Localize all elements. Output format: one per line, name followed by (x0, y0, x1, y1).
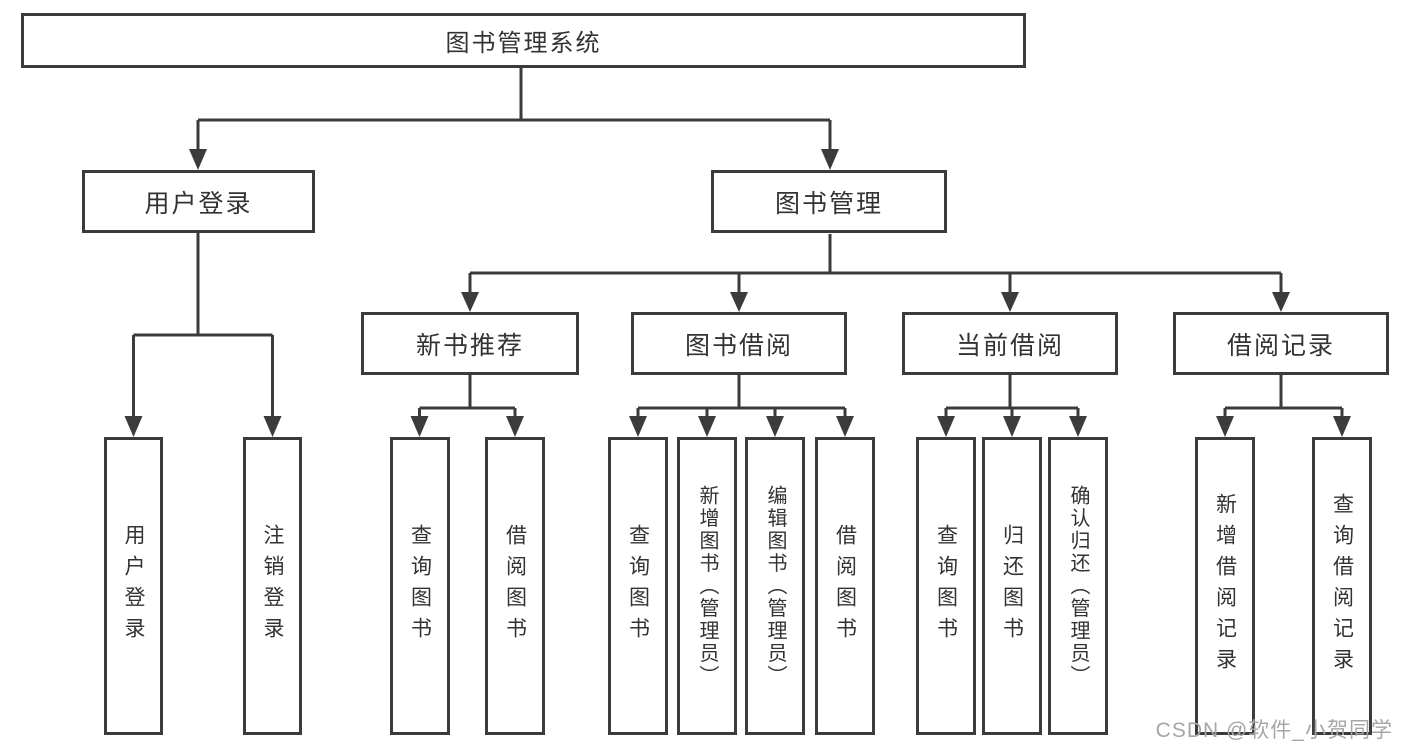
node-leaf-borrow-book-recommend-label: 借阅图书 (503, 524, 527, 648)
node-borrow-record-label: 借阅记录 (1226, 331, 1335, 360)
node-leaf-query-book-recommend-label: 查询图书 (408, 524, 432, 648)
node-leaf-edit-book-admin-label: 编辑图书（管理员） (764, 484, 786, 688)
node-user-login: 用户登录 (82, 170, 315, 233)
node-leaf-query-book-recommend: 查询图书 (390, 437, 450, 735)
node-leaf-query-book-current-label: 查询图书 (934, 524, 958, 648)
node-current-borrow-label: 当前借阅 (955, 331, 1064, 360)
node-borrow-record: 借阅记录 (1173, 312, 1389, 375)
node-leaf-edit-book-admin: 编辑图书（管理员） (745, 437, 805, 735)
node-leaf-query-book-label: 查询图书 (626, 524, 650, 648)
node-leaf-query-book: 查询图书 (608, 437, 668, 735)
node-leaf-logout-label: 注销登录 (261, 524, 284, 648)
node-book-borrow-label: 图书借阅 (684, 331, 793, 360)
node-leaf-user-login: 用户登录 (104, 437, 163, 735)
node-leaf-query-borrow-record-label: 查询借阅记录 (1330, 493, 1354, 679)
node-leaf-add-book-admin-label: 新增图书（管理员） (696, 484, 718, 688)
node-leaf-confirm-return-admin: 确认归还（管理员） (1048, 437, 1108, 735)
node-book-management-label: 图书管理 (774, 189, 883, 218)
node-leaf-return-book-label: 归还图书 (1000, 524, 1024, 648)
node-leaf-borrow-book-label: 借阅图书 (833, 524, 857, 648)
node-root-label: 图书管理系统 (445, 30, 602, 57)
node-leaf-user-login-label: 用户登录 (122, 524, 145, 648)
node-new-book-recommend: 新书推荐 (361, 312, 579, 375)
node-user-login-label: 用户登录 (144, 189, 253, 218)
node-leaf-borrow-book: 借阅图书 (815, 437, 875, 735)
node-leaf-query-book-current: 查询图书 (916, 437, 976, 735)
node-leaf-query-borrow-record: 查询借阅记录 (1312, 437, 1372, 735)
node-leaf-borrow-book-recommend: 借阅图书 (485, 437, 545, 735)
node-leaf-confirm-return-admin-label: 确认归还（管理员） (1067, 484, 1089, 688)
node-book-borrow: 图书借阅 (631, 312, 847, 375)
node-leaf-add-book-admin: 新增图书（管理员） (677, 437, 737, 735)
node-leaf-add-borrow-record: 新增借阅记录 (1195, 437, 1255, 735)
node-leaf-return-book: 归还图书 (982, 437, 1042, 735)
node-leaf-logout: 注销登录 (243, 437, 302, 735)
csdn-watermark: CSDN @软件_小贺同学 (1155, 719, 1393, 742)
node-current-borrow: 当前借阅 (902, 312, 1118, 375)
node-root: 图书管理系统 (21, 13, 1026, 68)
node-leaf-add-borrow-record-label: 新增借阅记录 (1213, 493, 1237, 679)
node-new-book-recommend-label: 新书推荐 (415, 331, 524, 360)
node-book-management: 图书管理 (711, 170, 947, 233)
